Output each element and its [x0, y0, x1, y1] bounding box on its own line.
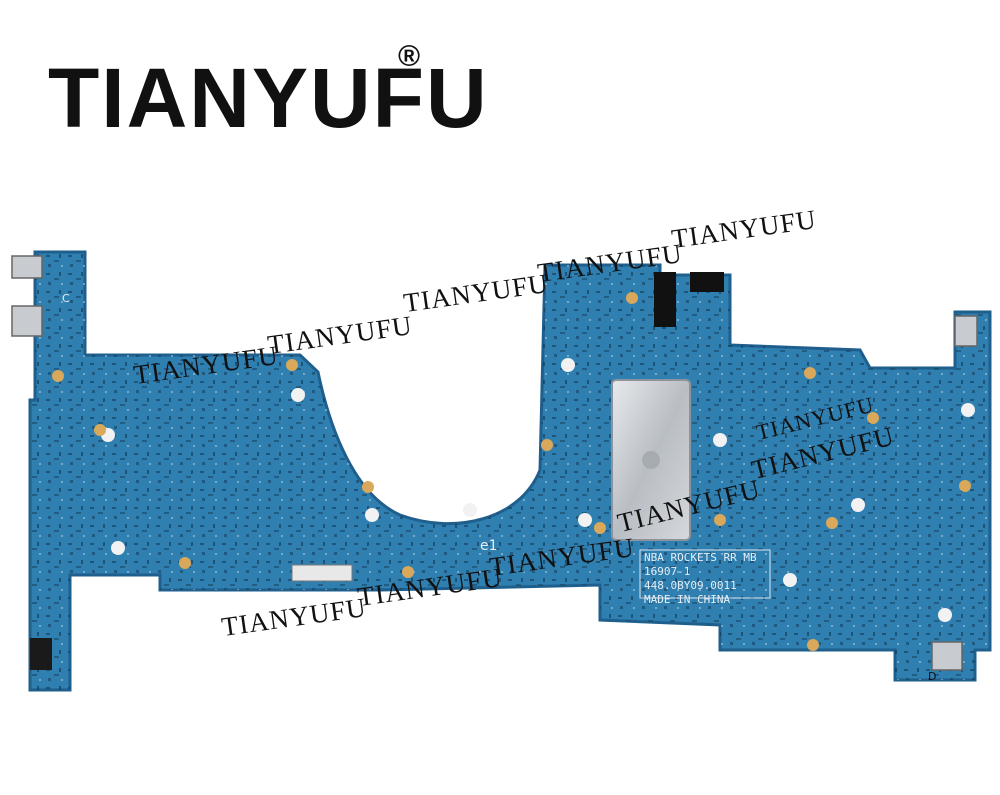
- board-label-line4: MADE IN CHINA: [644, 593, 731, 606]
- silk-e1: e1: [480, 538, 498, 554]
- board-label-line3: 448.0BY09.0011: [644, 579, 737, 592]
- usb-a-port: [11, 305, 43, 337]
- fan-connector: [291, 564, 353, 582]
- mounting-holes: [101, 358, 975, 622]
- silk-d: D: [928, 670, 937, 683]
- heatsink-screw: [642, 451, 660, 469]
- board-label-box: [639, 549, 771, 599]
- audio-jack: [30, 638, 52, 670]
- brand-logo: TIANYUFU: [48, 51, 489, 145]
- pcb-components: [30, 252, 990, 690]
- usb-c-port: [11, 255, 43, 279]
- silk-c: C: [62, 292, 70, 305]
- battery-connector: [690, 272, 724, 292]
- gold-pads: [52, 292, 971, 651]
- board-label-line2: 16907-1: [644, 565, 691, 578]
- right-usb-c-port: [954, 315, 978, 347]
- registered-mark: ®: [398, 40, 421, 73]
- m2-slot: [654, 272, 676, 327]
- bottom-right-port: [931, 641, 963, 671]
- board-label-line1: NBA ROCKETS RR MB: [644, 551, 757, 564]
